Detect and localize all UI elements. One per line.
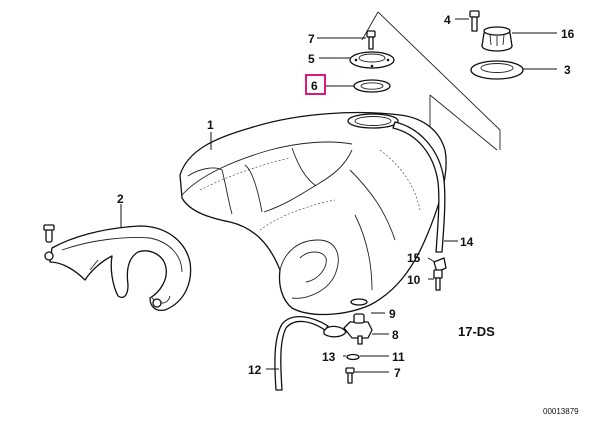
callout-7-bottom[interactable]: 7 <box>394 366 401 380</box>
callout-15[interactable]: 15 <box>407 251 421 265</box>
callout-6[interactable]: 6 <box>311 79 318 93</box>
vent-hose <box>392 121 446 253</box>
callout-5[interactable]: 5 <box>308 52 315 66</box>
reference-number: 00013879 <box>543 407 579 416</box>
callout-3[interactable]: 3 <box>564 63 571 77</box>
section-code: 17-DS <box>458 324 495 339</box>
cap-assembly-frame <box>361 11 501 151</box>
flange-ring <box>349 51 395 69</box>
heat-shield <box>43 224 192 312</box>
highlight-box <box>305 74 326 95</box>
callout-9[interactable]: 9 <box>389 307 396 321</box>
filler-flange <box>470 60 524 80</box>
callout-16[interactable]: 16 <box>561 27 575 41</box>
callout-4[interactable]: 4 <box>444 13 451 27</box>
callout-14[interactable]: 14 <box>460 235 474 249</box>
callout-12[interactable]: 12 <box>248 363 262 377</box>
gasket <box>353 79 391 93</box>
screw-4 <box>469 10 480 32</box>
callout-10[interactable]: 10 <box>407 273 421 287</box>
fuel-tap-assembly <box>323 298 373 384</box>
fitting-10 <box>433 269 443 291</box>
fuel-tank <box>179 111 447 316</box>
valve-15 <box>433 257 447 273</box>
leader-lines <box>120 18 557 373</box>
callout-2[interactable]: 2 <box>117 192 124 206</box>
filler-cap <box>481 26 513 52</box>
callout-8[interactable]: 8 <box>392 328 399 342</box>
callout-7-top[interactable]: 7 <box>308 32 315 46</box>
fuel-hose <box>274 316 329 391</box>
callout-13[interactable]: 13 <box>322 350 336 364</box>
callout-11[interactable]: 11 <box>392 350 405 364</box>
screw-top <box>366 30 376 50</box>
callout-1[interactable]: 1 <box>207 118 214 132</box>
